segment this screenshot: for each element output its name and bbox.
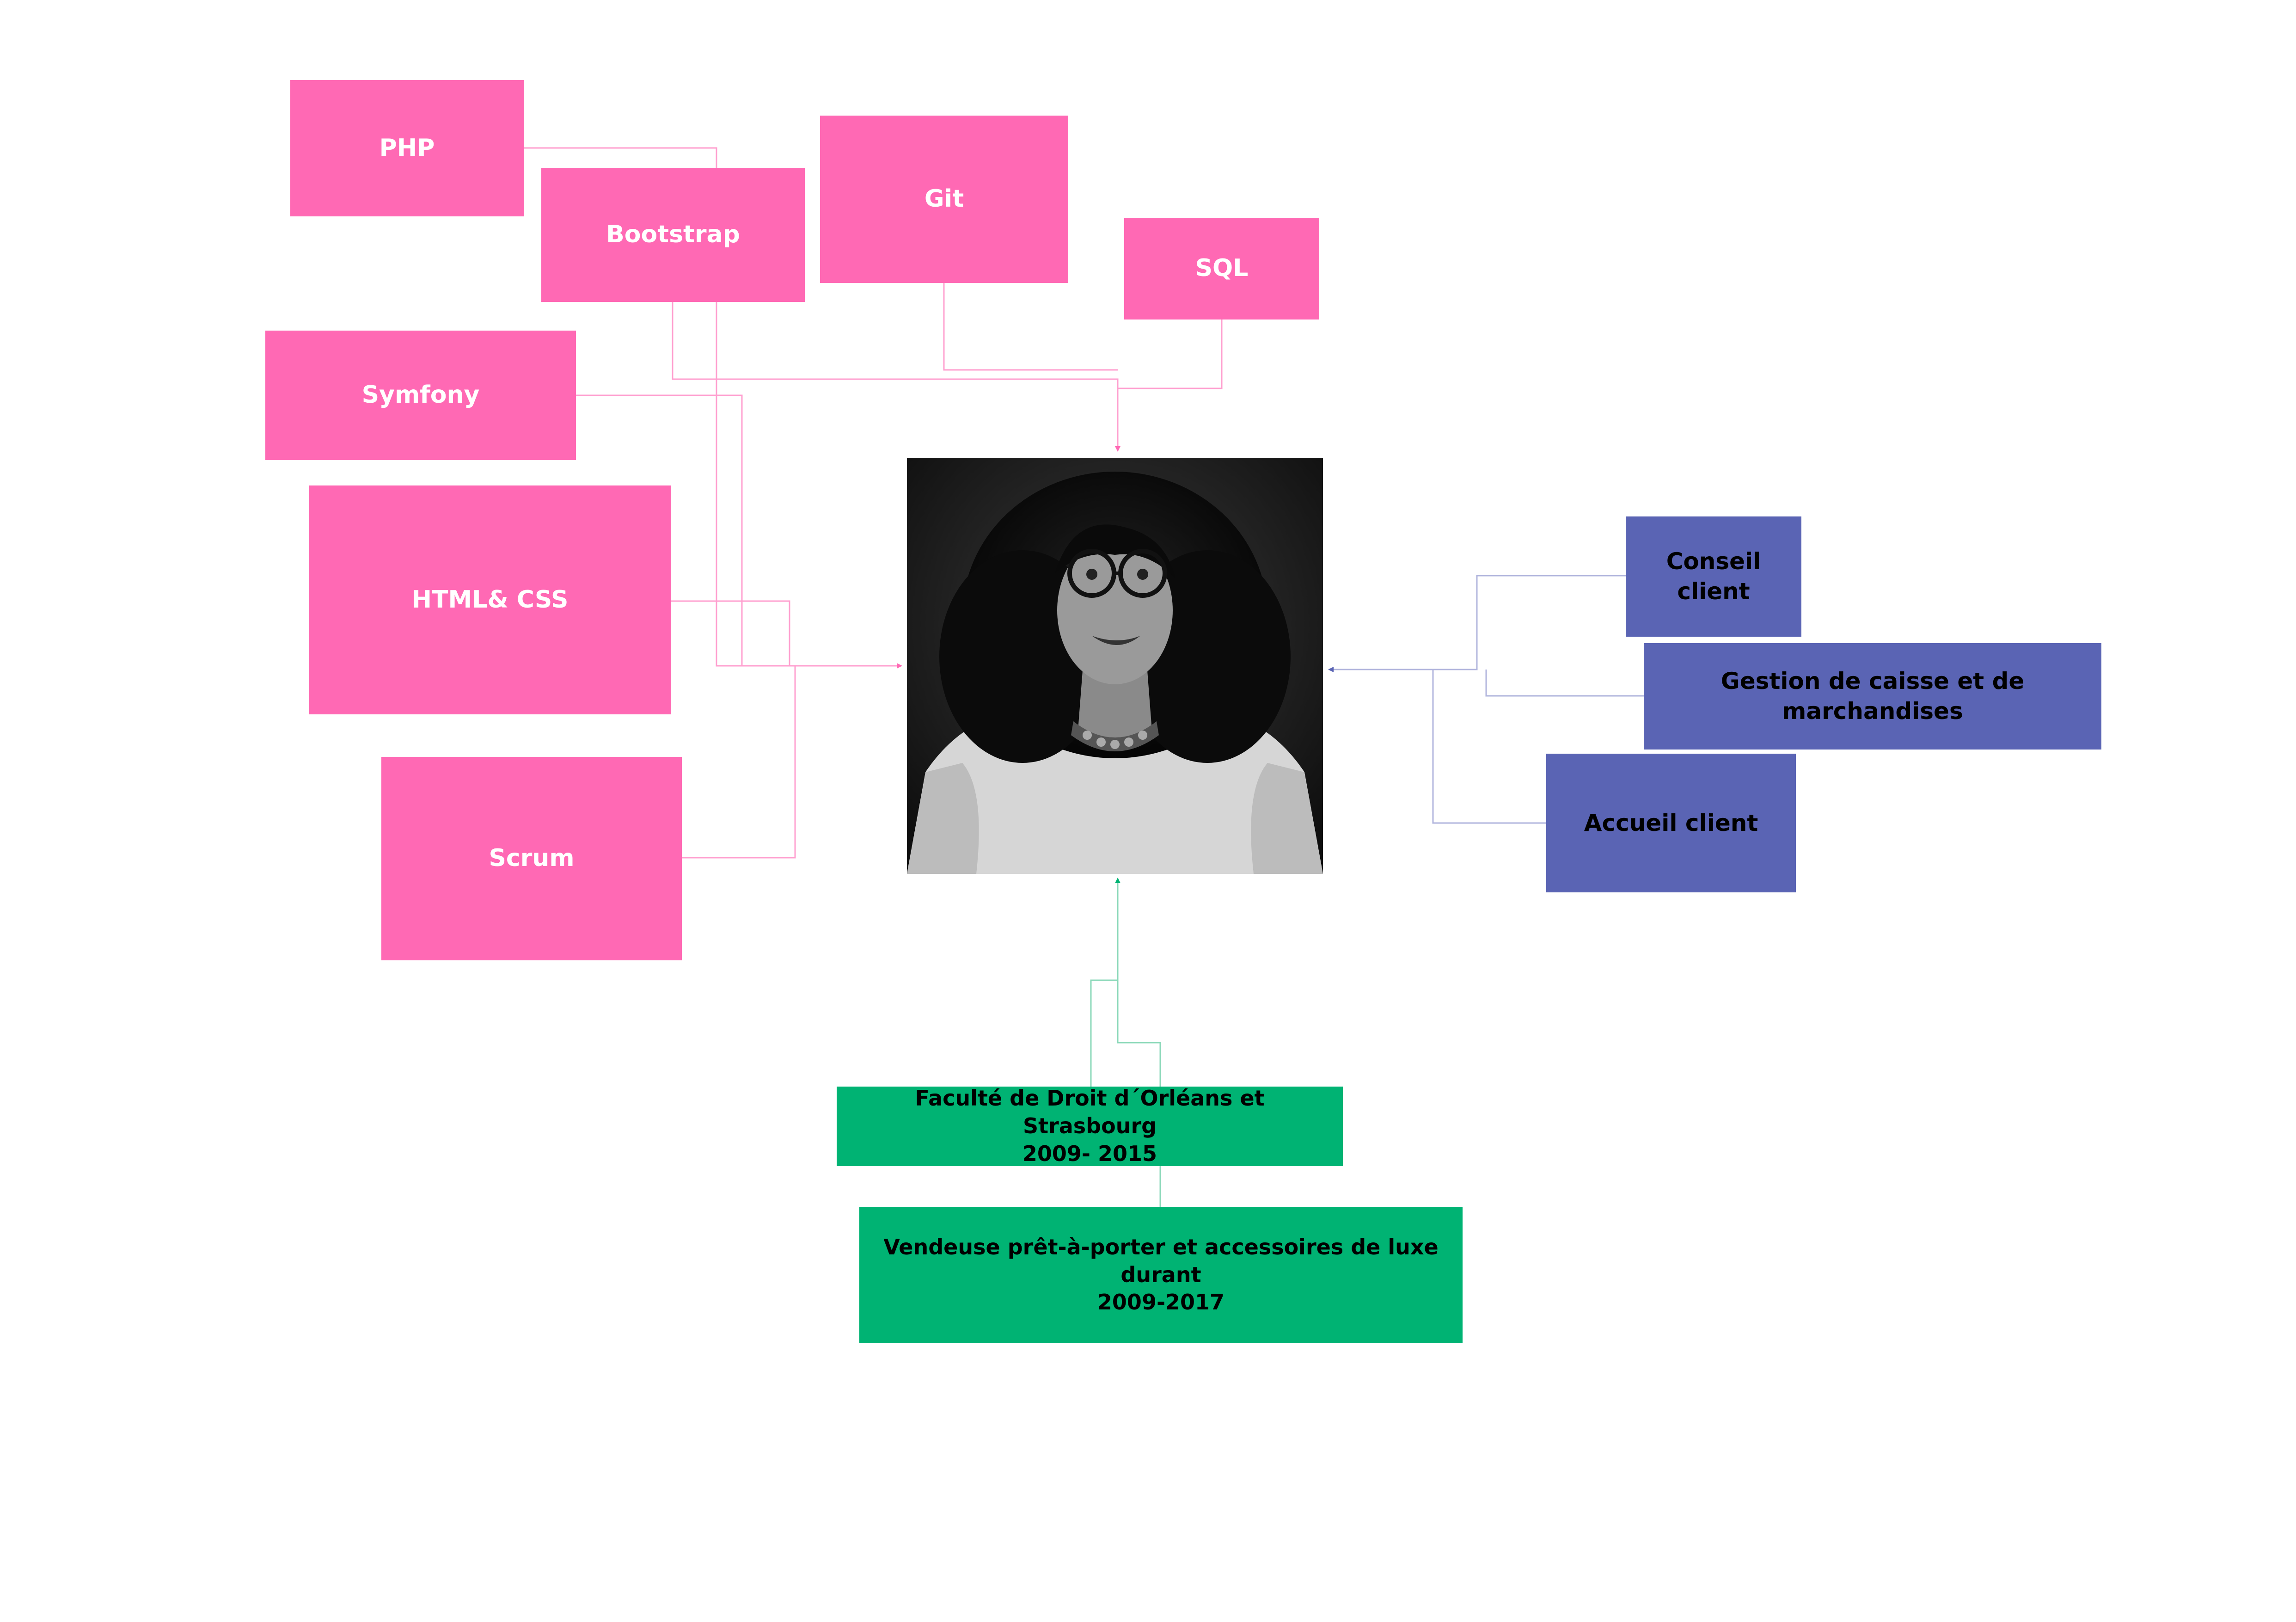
link-bootstrap bbox=[672, 301, 1120, 452]
skill-gestion-caisse: Gestion de caisse et de marchandises bbox=[1644, 643, 2101, 750]
link-accueil bbox=[1432, 670, 1546, 824]
skill-bootstrap: Bootstrap bbox=[541, 168, 805, 302]
link-faculte bbox=[1090, 878, 1120, 1087]
link-php bbox=[523, 147, 902, 669]
portrait-photo bbox=[907, 458, 1323, 874]
experience-vendeuse-line1: Vendeuse prêt-à-porter et accessoires de… bbox=[883, 1234, 1439, 1287]
skill-git: Git bbox=[820, 116, 1068, 283]
link-git bbox=[943, 283, 1118, 371]
skill-sql: SQL bbox=[1124, 218, 1319, 319]
link-scrum bbox=[681, 666, 796, 859]
skill-scrum: Scrum bbox=[381, 757, 682, 960]
link-gestion bbox=[1485, 670, 1644, 697]
link-sql bbox=[1118, 319, 1223, 389]
skill-conseil-client: Conseil client bbox=[1626, 516, 1801, 637]
skill-scrum-label: Scrum bbox=[489, 844, 575, 872]
skill-gestion-caisse-label: Gestion de caisse et de marchandises bbox=[1720, 668, 2025, 725]
skill-php-label: PHP bbox=[379, 134, 435, 162]
skill-bootstrap-label: Bootstrap bbox=[606, 221, 740, 249]
skill-sql-label: SQL bbox=[1195, 254, 1249, 283]
experience-faculte-line2: 2009- 2015 bbox=[1022, 1141, 1157, 1166]
link-symfony bbox=[576, 394, 743, 666]
skill-git-label: Git bbox=[924, 185, 964, 213]
skill-html-css-label: HTML& CSS bbox=[411, 585, 569, 614]
experience-faculte-line1: Faculté de Droit d´Orléans et Strasbourg bbox=[915, 1086, 1265, 1139]
skill-accueil-client-label: Accueil client bbox=[1584, 809, 1758, 836]
skill-html-css: HTML& CSS bbox=[309, 485, 671, 714]
skill-symfony: Symfony bbox=[265, 331, 576, 460]
experience-vendeuse-line2: 2009-2017 bbox=[1097, 1290, 1225, 1315]
experience-vendeuse: Vendeuse prêt-à-porter et accessoires de… bbox=[859, 1207, 1463, 1343]
link-html-css bbox=[670, 600, 790, 666]
link-conseil bbox=[1328, 575, 1626, 672]
skill-php: PHP bbox=[290, 80, 524, 216]
skill-accueil-client: Accueil client bbox=[1546, 754, 1796, 892]
skill-conseil-client-label: Conseil client bbox=[1666, 548, 1761, 605]
skill-symfony-label: Symfony bbox=[361, 381, 480, 409]
experience-faculte: Faculté de Droit d´Orléans et Strasbourg… bbox=[837, 1086, 1343, 1166]
